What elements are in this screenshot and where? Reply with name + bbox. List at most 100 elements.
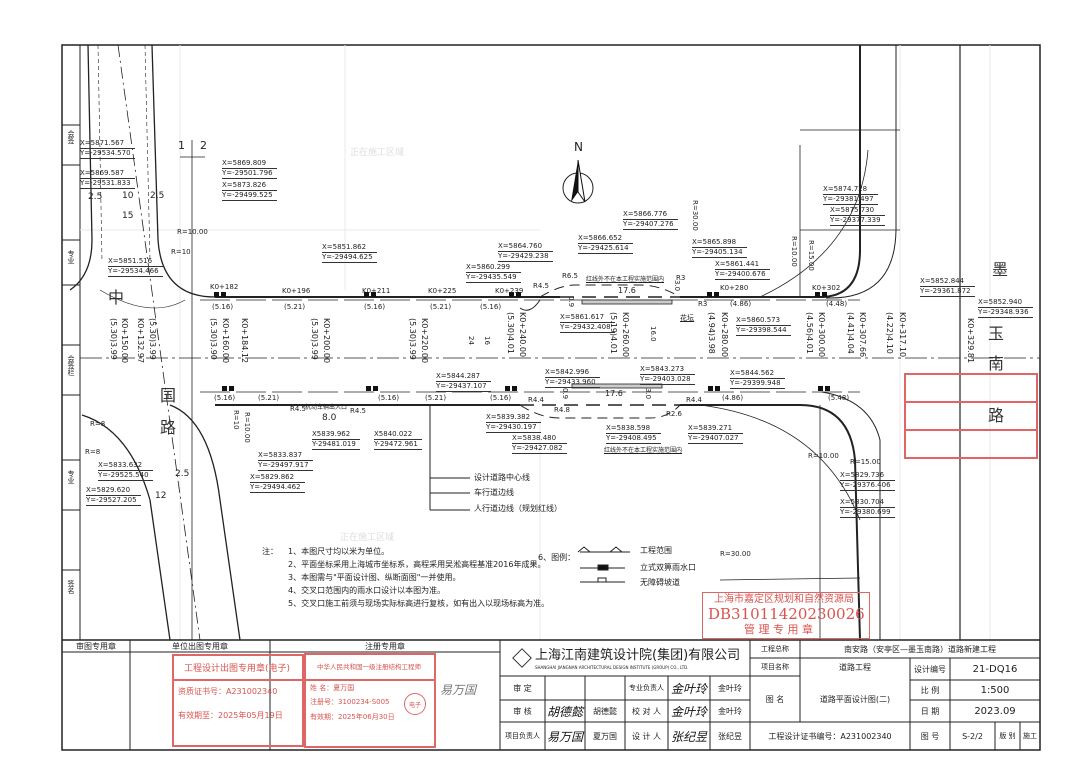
date-label: 日 期 (920, 706, 940, 716)
person-name: 夏万国 (593, 731, 617, 741)
inlet-elevation: (5.21) (425, 394, 447, 402)
station-label: K0+160.00 (221, 318, 230, 364)
radius-label: R=10 (171, 248, 191, 256)
version: 施工 (1023, 732, 1037, 740)
dimension: 3.0 (673, 280, 681, 292)
inlet-elevation: (5.16) (378, 394, 400, 402)
dimension: 12 (155, 491, 167, 501)
station-elevation: (5.30)3.99 (408, 318, 417, 360)
role-label: 审 定 (513, 683, 532, 693)
inlet-elevation: (5.48) (828, 394, 850, 402)
inlet-elevation: (5.21) (258, 394, 280, 402)
sheet-label: 图 号 (920, 731, 940, 741)
dimension: 2.5 (175, 469, 190, 479)
station-elevation: (5.30)3.99 (109, 318, 118, 360)
station-elevation: (4.41)4.04 (846, 312, 855, 354)
station-elevation: (5.30)4.01 (506, 312, 515, 354)
planning-stamp-authority: 上海市嘉定区规划和自然资源局 (714, 594, 854, 605)
company-name: 上海江南建筑设计院(集团)有限公司 (535, 648, 741, 663)
dimension: 17.6 (618, 286, 636, 295)
inlet-elevation: (4.48) (826, 300, 848, 308)
signature: 金叶玲 (670, 681, 707, 696)
version-label: 版 别 (999, 732, 1016, 740)
radius-label: R2.6 (666, 410, 682, 418)
project-total-label: 工程总称 (761, 645, 789, 653)
inlet-station: K0+211 (362, 287, 391, 295)
station-label: K0+184.12 (240, 318, 249, 364)
station-label: K0+307.66 (858, 312, 867, 358)
redline-note: 红线外不在本工程实施范围内 (586, 276, 665, 283)
redline-note: 红线外不在本工程实施范围内 (604, 447, 683, 454)
section-mark: 1 (178, 139, 185, 152)
header-registration-stamp: 注册专用章 (365, 641, 405, 651)
radius-label: R=10.00 (808, 452, 839, 460)
legend-rain-inlet: 立式双箅雨水口 (640, 563, 696, 572)
dimension: 0.9 (567, 296, 575, 308)
note-item: 1、本图尺寸均以米为单位。 (288, 547, 390, 556)
radius-label: R=10.00 (177, 228, 208, 236)
station-label: K0+132.97 (136, 318, 145, 364)
dimension: 2.5 (88, 192, 103, 202)
faint-area-label: 正在施工区域 (350, 148, 405, 158)
signature: 易万国 (546, 729, 583, 744)
station-elevation: (5.30)3.99 (148, 318, 157, 360)
rain-inlets (214, 292, 830, 391)
station-label: K0+240.00 (518, 312, 527, 358)
signature: 张纪昱 (670, 729, 707, 744)
inlet-elevation: (5.21) (284, 303, 306, 311)
header-review-stamp: 审图专用章 (76, 641, 116, 651)
design-no-label: 设计编号 (914, 664, 946, 674)
drawing-name: 道路平面设计图(二) (819, 694, 891, 704)
legend-title: 6、图例： (538, 553, 576, 562)
section-mark: 2 (200, 139, 207, 152)
design-no: 21-DQ16 (972, 663, 1018, 675)
role-label: 专业负责人 (629, 684, 664, 692)
left-cross-road (69, 44, 241, 641)
station-label: K0+329.81 (966, 318, 975, 364)
planning-stamp-number: DB31011420230026 (708, 605, 865, 623)
drawing-name-label: 图 名 (765, 694, 785, 704)
inlet-elevation: (5.16) (214, 394, 236, 402)
radius-label: R=15.00 (807, 240, 815, 271)
dimension: 24 (467, 336, 475, 345)
station-elevation: (4.94)3.98 (707, 312, 716, 354)
dimension: 17.6 (605, 389, 623, 398)
scale: 1:500 (980, 684, 1010, 696)
radius-label: R4.4 (686, 396, 702, 404)
inlet-elevation: (5.16) (490, 394, 512, 402)
station-label: K0+260.00 (621, 312, 630, 358)
north-arrow-icon (562, 159, 594, 204)
title-block-grid (62, 639, 1040, 750)
road-name-char: 中 (108, 288, 125, 307)
vehicle-entrance-label: 机动车辆出入口 (305, 404, 348, 411)
station-label: K0+200.00 (322, 318, 331, 364)
road-name-char: 路 (160, 418, 177, 437)
person-name: 金叶玲 (718, 683, 742, 693)
right-road (699, 45, 961, 640)
signature: 胡德懿 (546, 704, 583, 719)
header-unit-stamp: 单位出图专用章 (172, 641, 228, 651)
legend-project-scope: 工程范围 (640, 546, 672, 555)
design-cert-number: 工程设计证书编号：A231002340 (768, 731, 892, 741)
radius-label: R=10.00 (243, 412, 251, 443)
reg-stamp-name: 姓 名：夏万国 (310, 684, 355, 692)
left-strip-label: 签名 (67, 580, 75, 594)
left-strip-label: 专业 (67, 250, 75, 264)
role-label: 设 计 人 (631, 731, 662, 741)
radius-label: R=10 (232, 410, 240, 430)
station-label: K0+317.10 (898, 312, 907, 358)
company-name-en: SHANGHAI JIANGNAN ARCHITECTURAL DESIGN I… (535, 665, 689, 670)
dimension: 0.9 (561, 388, 569, 400)
station-label: K0+280.00 (720, 312, 729, 358)
company-stamp (904, 373, 1038, 459)
